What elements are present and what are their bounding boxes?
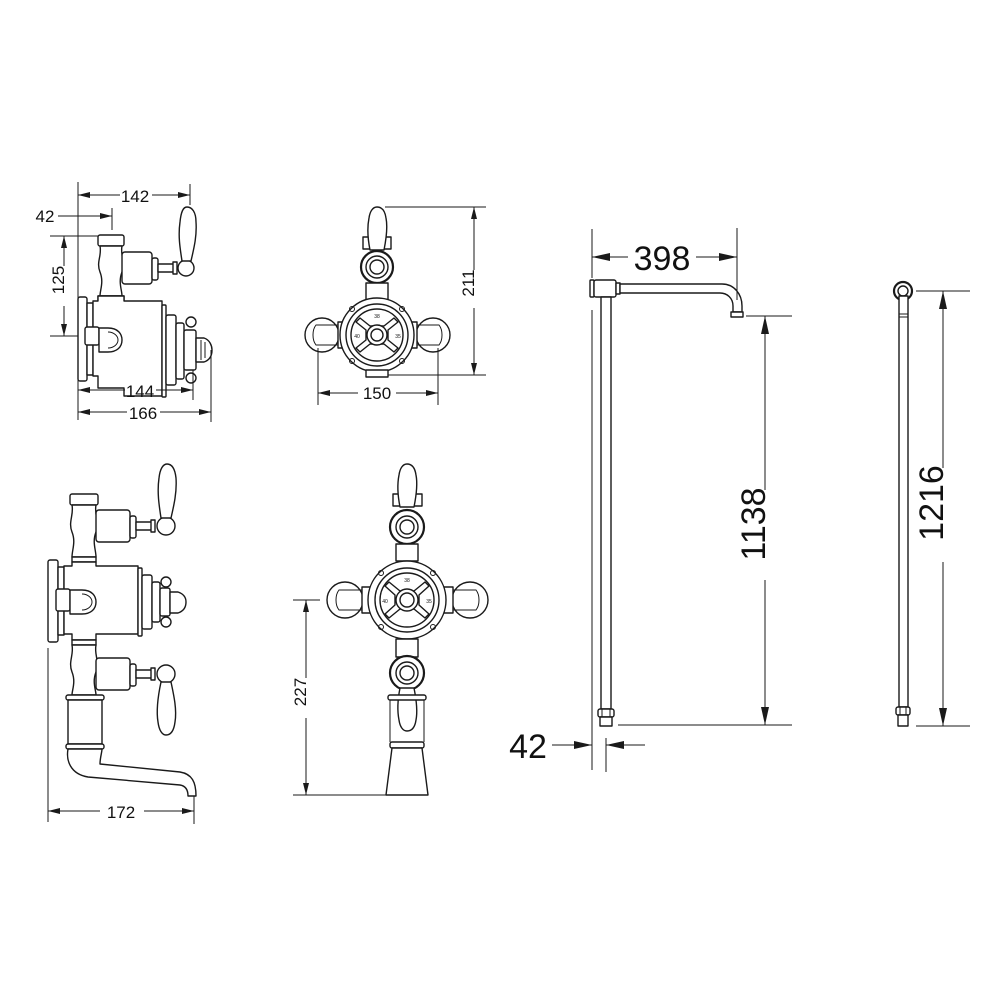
svg-text:40: 40: [382, 599, 388, 605]
dim-211: 211: [459, 269, 478, 296]
rigid-riser-arm-dimensions: 398 1138 42: [509, 228, 792, 772]
svg-text:38: 38: [374, 314, 380, 320]
dim-144: 144: [126, 382, 154, 401]
dim-1138: 1138: [735, 487, 773, 560]
dim-42-top: 42: [36, 207, 55, 226]
svg-text:35: 35: [426, 599, 432, 605]
dim-42-riser: 42: [509, 728, 547, 766]
triple-valve-front-view: 38 40 35: [326, 463, 489, 796]
dim-142: 142: [121, 187, 149, 206]
valve-front-view: 38 40 35: [304, 206, 451, 378]
rigid-riser-with-arm: [589, 279, 744, 727]
dim-172: 172: [107, 803, 135, 822]
valve-side-dimensions: 142 42 125 144 166: [36, 182, 212, 423]
dim-150: 150: [363, 384, 391, 403]
triple-valve-front-dimensions: 227: [291, 599, 386, 796]
svg-text:40: 40: [354, 334, 360, 340]
valve-front-dimensions: 211 150: [317, 206, 486, 405]
dim-125: 125: [49, 266, 68, 294]
svg-text:38: 38: [404, 578, 410, 584]
dim-227: 227: [291, 678, 310, 706]
rigid-riser-straight: [892, 280, 914, 727]
dim-398: 398: [634, 240, 691, 278]
valve-side-view: [77, 206, 213, 398]
svg-text:35: 35: [395, 334, 401, 340]
dim-1216: 1216: [913, 465, 951, 541]
dim-166: 166: [129, 404, 157, 423]
triple-valve-side-dimensions: 172: [47, 648, 195, 824]
triple-valve-side-view: [47, 463, 197, 797]
rigid-riser-straight-dimensions: 1216: [913, 290, 970, 727]
